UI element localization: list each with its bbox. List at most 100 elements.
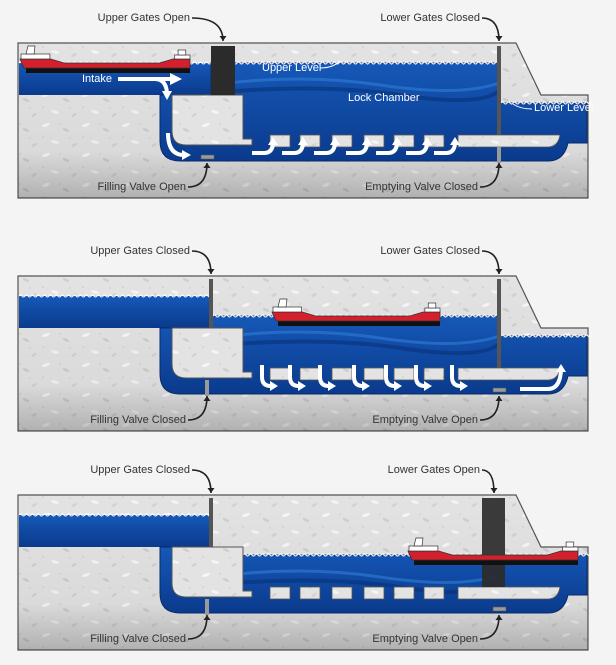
leader-arrowhead	[495, 269, 503, 274]
ship-waterline	[278, 320, 440, 326]
flow-arrow-head	[270, 381, 278, 391]
ship-deck-stern	[20, 53, 51, 60]
flow-arrow-head	[298, 137, 308, 145]
emptying-valve-pointer	[479, 614, 503, 640]
flow-arrow-down	[384, 365, 402, 391]
upper-gates-label: Upper Gates Open	[98, 12, 190, 24]
flow-arrow-down	[288, 365, 306, 391]
water-current-band-dark	[210, 339, 501, 356]
lower-floor-block	[457, 586, 561, 600]
leader-arrowhead	[203, 615, 211, 620]
floor-port-block	[331, 367, 353, 381]
leader-line	[191, 250, 212, 275]
flow-arrow-head	[362, 381, 370, 391]
floor-port-block	[363, 586, 385, 600]
filling-valve-pointer	[187, 162, 211, 188]
lower-gate	[482, 498, 505, 587]
flow-arrow-head	[460, 381, 468, 391]
intake-label: Intake	[82, 73, 112, 85]
flow-arrow-down	[450, 365, 468, 391]
emptying-valve-pointer	[479, 395, 503, 421]
leader-arrowhead	[495, 615, 503, 620]
flow-arrow-head	[328, 381, 336, 391]
floor-port-block	[393, 586, 415, 600]
flow-arrow-up	[346, 137, 372, 155]
water-surface	[500, 101, 592, 105]
filling-valve	[200, 154, 215, 160]
floor-port-block	[269, 367, 291, 381]
flow-arrow-shaft	[352, 365, 364, 388]
lower-floor-block	[457, 367, 561, 381]
ship-deck-bow	[424, 307, 441, 313]
ship-bridge	[277, 298, 288, 308]
floor-port-block	[423, 367, 445, 381]
flow-arrow-shaft	[450, 365, 462, 388]
intake-down-head	[162, 91, 172, 100]
culvert-wall-block	[171, 327, 253, 379]
filling-valve-label: Filling Valve Closed	[90, 414, 186, 426]
leader-arrowhead	[203, 396, 211, 401]
lower-level-leader	[512, 103, 533, 110]
intake-arrow-head	[170, 73, 182, 85]
flow-arrow-up	[434, 137, 460, 155]
flow-arrow-down	[352, 365, 370, 391]
lower-gates-pointer	[481, 469, 498, 494]
floor-port-block	[299, 367, 321, 381]
upper-gates-label: Upper Gates Closed	[90, 245, 190, 257]
floor-port-block	[299, 586, 321, 600]
flow-arrow-shaft	[318, 365, 330, 388]
upper-gate	[211, 46, 235, 95]
filling-valve	[205, 380, 209, 396]
upper-level-leader	[319, 60, 341, 69]
upper-gates-pointer	[191, 250, 215, 275]
flow-arrow-head	[422, 137, 432, 145]
leader-arrowhead	[219, 36, 227, 41]
floor-port-block	[269, 586, 291, 600]
upper-gates-label: Upper Gates Closed	[90, 464, 190, 476]
lower-gates-label: Lower Gates Open	[388, 464, 480, 476]
culvert-flow-shaft	[166, 132, 185, 157]
ship-deck-bow	[174, 54, 191, 60]
water-surface	[500, 334, 592, 338]
ship	[271, 298, 441, 326]
flow-arrow-down	[318, 365, 336, 391]
ship-deck-stern	[408, 545, 439, 552]
floor-port-block	[423, 586, 445, 600]
flow-arrow-shaft	[314, 143, 337, 155]
upper-gates-pointer	[191, 17, 227, 42]
ship	[19, 45, 191, 73]
ship-bridge	[25, 45, 36, 55]
flow-arrow-shaft	[434, 143, 457, 155]
ship-hull	[19, 58, 191, 69]
flow-arrow-shaft	[406, 143, 429, 155]
floor-port-block	[363, 367, 385, 381]
emptying-valve	[497, 147, 501, 163]
flow-arrow-head	[298, 381, 306, 391]
leader-line	[481, 250, 500, 275]
flow-arrow-up	[406, 137, 432, 155]
water-current-band	[210, 569, 500, 584]
flow-arrow-shaft	[260, 365, 272, 388]
emptying-valve-pointer	[479, 162, 503, 188]
flow-arrow-up	[376, 137, 402, 155]
filling-valve-pointer	[187, 614, 211, 640]
floor-port-block	[393, 367, 415, 381]
flow-arrow-shaft	[282, 143, 305, 155]
ship-waterline	[26, 67, 190, 73]
flow-arrow-shaft	[288, 365, 300, 388]
water-surface	[18, 294, 212, 298]
leader-arrowhead	[207, 488, 215, 493]
emptying-valve-label: Emptying Valve Closed	[365, 181, 478, 193]
upper-pool-water	[19, 296, 211, 328]
exit-flow-head	[556, 364, 566, 372]
upper-gate	[209, 279, 213, 328]
ship-bow-cabin	[177, 49, 187, 56]
water-surface	[18, 513, 212, 517]
lower-level-label: Lower Level	[534, 102, 593, 114]
lower-gate	[497, 46, 501, 135]
culvert-flow-head	[182, 150, 191, 160]
flow-arrow-shaft	[376, 143, 399, 155]
water-current-band	[210, 330, 500, 345]
flow-arrow-shaft	[252, 143, 275, 155]
